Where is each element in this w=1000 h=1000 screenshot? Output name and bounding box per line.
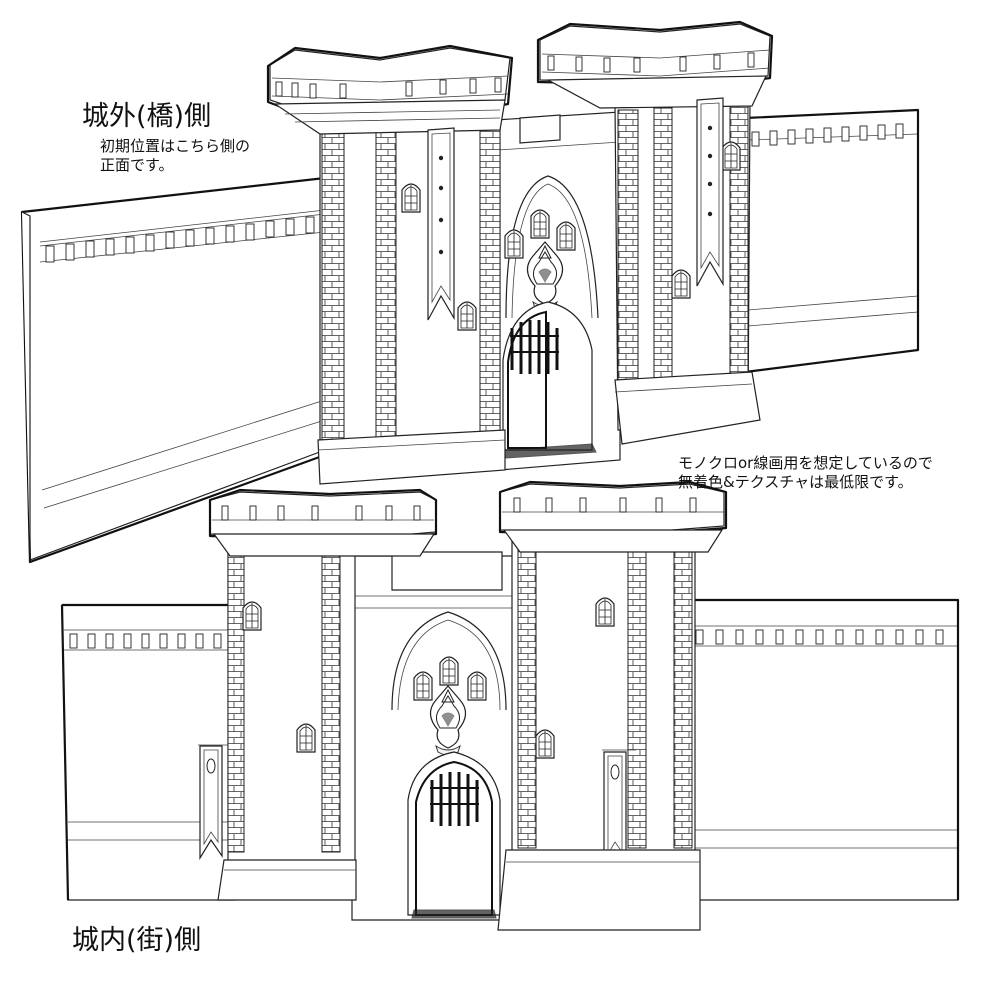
gate-window-3	[467, 671, 487, 701]
left-tower-banner	[427, 127, 455, 321]
tower-window	[242, 601, 262, 631]
gate-window-1	[413, 671, 433, 701]
gate-window-2	[530, 209, 550, 239]
render-note-line1: モノクロor線画用を想定しているので	[678, 454, 933, 472]
inner-side-castle-view	[60, 480, 960, 931]
tower-window	[595, 597, 615, 627]
gate-window-2	[439, 656, 459, 686]
left-tower-inner	[208, 488, 438, 901]
inner-side-title: 城内(街)側	[72, 925, 202, 956]
hanging-banner-left	[198, 744, 232, 861]
gate-block-outer	[494, 111, 621, 471]
right-tower-outer	[536, 20, 774, 445]
tower-window	[401, 183, 421, 213]
outer-side-note-line1: 初期位置はこちら側の	[100, 137, 251, 155]
tower-window	[721, 141, 741, 171]
outer-side-castle-view	[20, 20, 920, 564]
right-tower-banner	[696, 97, 724, 287]
render-note-line2: 無着色&テクスチャは最低限です。	[678, 473, 913, 491]
tower-window	[296, 723, 316, 753]
tower-window	[671, 269, 691, 299]
gate-block-inner	[351, 551, 519, 921]
outer-side-note-line2: 正面です。	[100, 156, 174, 174]
outer-side-title: 城外(橋)側	[82, 101, 212, 132]
right-curtain-wall-outer	[744, 108, 920, 374]
tower-window	[457, 301, 477, 331]
right-tower-inner	[497, 480, 728, 931]
left-curtain-wall-inner	[60, 603, 236, 901]
render-note: モノクロor線画用を想定しているので 無着色&テクスチャは最低限です。	[678, 454, 933, 492]
tower-window	[535, 729, 555, 759]
outer-side-note: 初期位置はこちら側の 正面です。	[100, 137, 250, 175]
left-tower-outer	[266, 44, 514, 485]
gate-window-3	[556, 221, 576, 251]
right-curtain-wall-inner	[687, 598, 960, 901]
gate-window-1	[504, 229, 524, 259]
